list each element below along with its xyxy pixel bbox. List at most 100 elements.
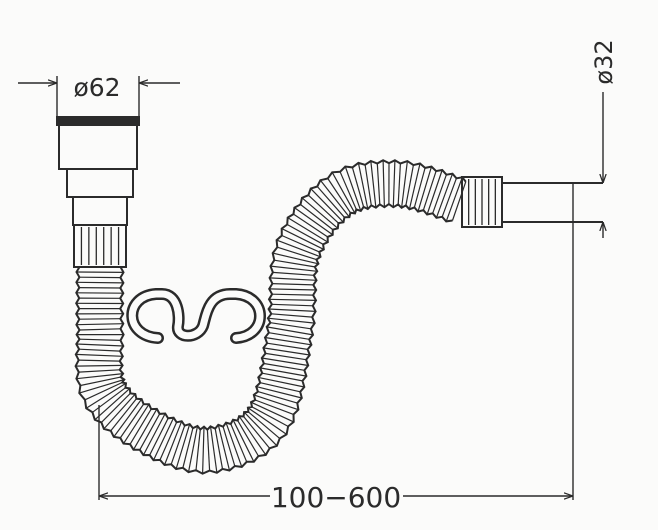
hose-rib xyxy=(256,386,302,399)
hose-rib xyxy=(272,283,314,286)
label-length: 100−600 xyxy=(271,481,401,514)
fitting-flange xyxy=(56,116,140,126)
hose-rib xyxy=(79,328,121,331)
hose-rib xyxy=(277,246,317,261)
hose-rib xyxy=(264,336,312,346)
hose-rib xyxy=(159,422,178,461)
hose-rib xyxy=(238,415,267,456)
hose-rib xyxy=(331,172,356,214)
hose-rib xyxy=(209,426,218,473)
hose-ribs xyxy=(75,160,467,474)
hose-rib xyxy=(253,394,299,411)
hose-rib xyxy=(237,420,259,457)
hose-rib xyxy=(408,163,421,210)
hose-rib xyxy=(397,163,401,205)
hose-rib xyxy=(344,166,362,212)
outlet-nut-ribs xyxy=(468,179,496,225)
hose-rib xyxy=(76,281,124,284)
outlet-nut xyxy=(461,176,503,228)
hose-rib xyxy=(139,413,161,451)
hose-rib xyxy=(78,369,120,373)
hose-rib xyxy=(300,204,334,231)
hose-rib xyxy=(182,427,194,468)
hose-rib xyxy=(251,406,289,427)
hose-rib xyxy=(413,167,426,208)
hose-rib xyxy=(152,417,175,461)
hose-rib xyxy=(80,376,121,387)
fitting-nut-ribs xyxy=(80,227,120,265)
hose-rib xyxy=(259,367,307,377)
hose-rib xyxy=(247,407,287,435)
hose-rib xyxy=(248,411,281,439)
hose-rib xyxy=(79,318,121,320)
label-top-diameter: ø62 xyxy=(73,73,120,102)
hose-rib xyxy=(261,357,309,367)
hose-rib xyxy=(271,313,313,318)
hose-rib xyxy=(286,223,324,245)
hose-rib xyxy=(254,399,294,415)
hose-rib xyxy=(260,382,301,393)
hose-rib xyxy=(175,423,191,470)
hose-rib xyxy=(319,179,350,218)
hose-rib xyxy=(281,234,320,253)
fitting-neck xyxy=(72,196,128,226)
hose-rib xyxy=(76,343,124,347)
hose-rib xyxy=(392,160,396,208)
hose-rib xyxy=(79,378,125,394)
hose-rib xyxy=(269,277,317,281)
fitting-collar xyxy=(66,168,134,198)
hose-rib xyxy=(206,429,211,471)
hose-rib xyxy=(75,353,123,357)
hose-rib xyxy=(405,164,414,206)
hose-rib xyxy=(92,387,126,413)
hose-rib xyxy=(316,186,345,218)
hose-rib xyxy=(370,160,377,208)
outlet-fitting xyxy=(461,176,603,228)
hose-rib xyxy=(119,403,145,439)
hose-rib xyxy=(351,167,365,208)
corrugated-hose xyxy=(74,159,467,475)
hose-rib xyxy=(100,392,131,423)
hose-rib xyxy=(258,376,305,388)
hose-rib xyxy=(376,163,381,205)
hose-rib xyxy=(195,429,201,471)
hose-rib xyxy=(271,303,313,307)
hose-rib xyxy=(268,308,316,312)
hose-rib xyxy=(85,382,127,409)
dimension-length xyxy=(98,222,574,500)
drain-fitting xyxy=(56,116,140,268)
hose-rib xyxy=(310,188,344,223)
hose-rib xyxy=(250,401,294,423)
hose-rib xyxy=(113,398,143,438)
hose-rib xyxy=(270,322,311,330)
hose-rib xyxy=(401,161,408,208)
hose-rib xyxy=(272,293,314,296)
hose-rib xyxy=(276,239,321,258)
hose-rib xyxy=(417,166,433,212)
hose-rib xyxy=(265,352,307,361)
hose-rib xyxy=(257,391,298,404)
hose-rib xyxy=(202,426,205,474)
fitting-body xyxy=(58,124,138,170)
hose-rib xyxy=(426,169,443,215)
hose-rib xyxy=(187,425,199,473)
hose-rib xyxy=(281,228,325,250)
hose-rib xyxy=(79,348,121,352)
hose-rib xyxy=(75,364,123,367)
hose-rib xyxy=(222,426,236,467)
label-right-diameter: ø32 xyxy=(590,39,618,84)
hose-rib xyxy=(269,288,317,291)
hose-rib xyxy=(79,338,121,341)
hose-rib xyxy=(268,298,317,301)
hose-rib xyxy=(214,428,224,470)
hose-rib xyxy=(441,178,457,218)
hose-rib xyxy=(78,359,120,362)
hose-rib xyxy=(382,160,385,208)
hose-rib xyxy=(432,174,447,214)
hose-rib xyxy=(163,420,183,466)
hose-rib xyxy=(170,425,186,465)
hose-rib xyxy=(451,181,467,221)
hose-rib xyxy=(293,213,328,238)
hose-rib xyxy=(266,326,314,336)
hose-rib xyxy=(357,162,369,210)
